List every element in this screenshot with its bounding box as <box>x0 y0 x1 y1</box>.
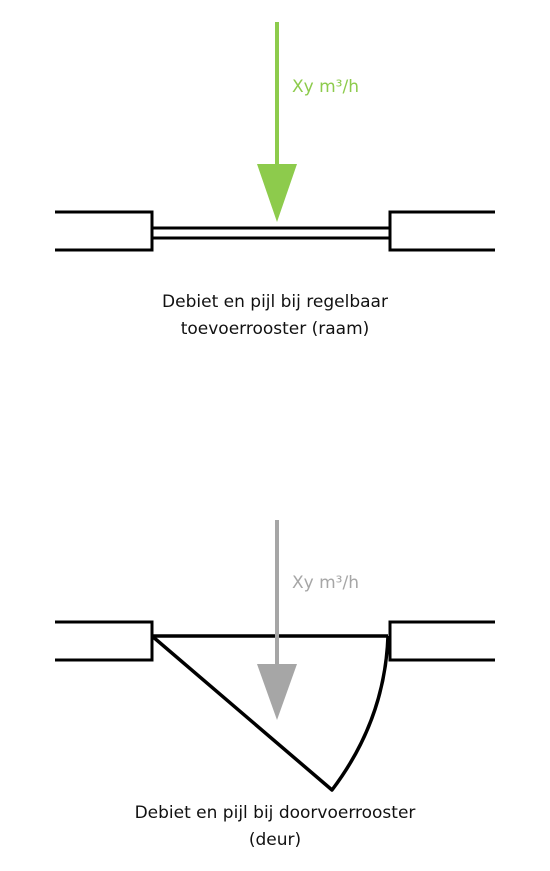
caption-line: Debiet en pijl bij regelbaar <box>162 292 388 312</box>
wall-right <box>388 210 495 252</box>
window-grille-caption: Debiet en pijl bij regelbaar toevoerroos… <box>0 289 550 343</box>
window-grille-diagram: Xy m³/h <box>55 22 495 252</box>
arrow-down-icon <box>257 520 297 720</box>
wall-left <box>55 210 154 252</box>
caption-line: toevoerrooster (raam) <box>180 319 370 339</box>
flow-label: Xy m³/h <box>292 77 359 97</box>
window-grille <box>152 226 390 240</box>
caption-line: (deur) <box>248 830 302 850</box>
wall-right <box>388 620 495 662</box>
caption-line: Debiet en pijl bij doorvoerrooster <box>134 803 416 823</box>
door-swing <box>150 634 390 792</box>
arrow-down-icon <box>257 22 297 222</box>
wall-left <box>55 620 154 662</box>
door-grille-caption: Debiet en pijl bij doorvoerrooster (deur… <box>0 800 550 854</box>
door-grille-diagram: Xy m³/h <box>55 520 495 792</box>
flow-label: Xy m³/h <box>292 573 359 593</box>
